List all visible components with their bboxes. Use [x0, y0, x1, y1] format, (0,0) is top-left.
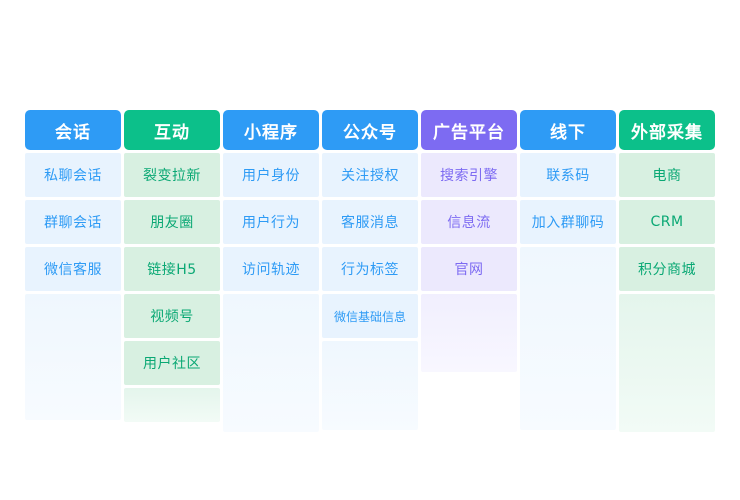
category-cell: 微信客服	[25, 247, 121, 291]
category-cell: 私聊会话	[25, 153, 121, 197]
category-cell: 用户社区	[124, 341, 220, 385]
column-filler	[520, 247, 616, 430]
category-cell: 积分商城	[619, 247, 715, 291]
category-cell: 微信基础信息	[322, 294, 418, 338]
column-header: 会话	[25, 110, 121, 150]
column-filler	[619, 294, 715, 432]
column-filler	[124, 388, 220, 422]
column-header: 线下	[520, 110, 616, 150]
category-cell: 用户行为	[223, 200, 319, 244]
column-filler	[223, 294, 319, 432]
category-cell: 裂变拉新	[124, 153, 220, 197]
column-external-collection: 外部采集 电商 CRM 积分商城	[619, 110, 715, 432]
category-cell: 视频号	[124, 294, 220, 338]
column-official-account: 公众号 关注授权 客服消息 行为标签 微信基础信息	[322, 110, 418, 432]
category-cell: CRM	[619, 200, 715, 244]
column-offline: 线下 联系码 加入群聊码	[520, 110, 616, 432]
column-header: 公众号	[322, 110, 418, 150]
column-filler	[421, 294, 517, 372]
category-cell: 客服消息	[322, 200, 418, 244]
column-header: 外部采集	[619, 110, 715, 150]
category-cell: 链接H5	[124, 247, 220, 291]
column-filler	[25, 294, 121, 420]
column-header: 广告平台	[421, 110, 517, 150]
category-cell: 用户身份	[223, 153, 319, 197]
category-cell: 官网	[421, 247, 517, 291]
column-filler	[322, 341, 418, 430]
column-header: 互动	[124, 110, 220, 150]
category-cell: 行为标签	[322, 247, 418, 291]
category-cell: 群聊会话	[25, 200, 121, 244]
column-interaction: 互动 裂变拉新 朋友圈 链接H5 视频号 用户社区	[124, 110, 220, 432]
category-cell: 关注授权	[322, 153, 418, 197]
column-header: 小程序	[223, 110, 319, 150]
column-mini-program: 小程序 用户身份 用户行为 访问轨迹	[223, 110, 319, 432]
column-conversation: 会话 私聊会话 群聊会话 微信客服	[25, 110, 121, 432]
category-cell: 朋友圈	[124, 200, 220, 244]
category-board: 会话 私聊会话 群聊会话 微信客服 互动 裂变拉新 朋友圈 链接H5 视频号 用…	[25, 110, 715, 432]
category-cell: 加入群聊码	[520, 200, 616, 244]
category-cell: 信息流	[421, 200, 517, 244]
category-cell: 访问轨迹	[223, 247, 319, 291]
category-cell: 搜索引擎	[421, 153, 517, 197]
category-cell: 联系码	[520, 153, 616, 197]
category-cell: 电商	[619, 153, 715, 197]
column-ad-platform: 广告平台 搜索引擎 信息流 官网	[421, 110, 517, 432]
